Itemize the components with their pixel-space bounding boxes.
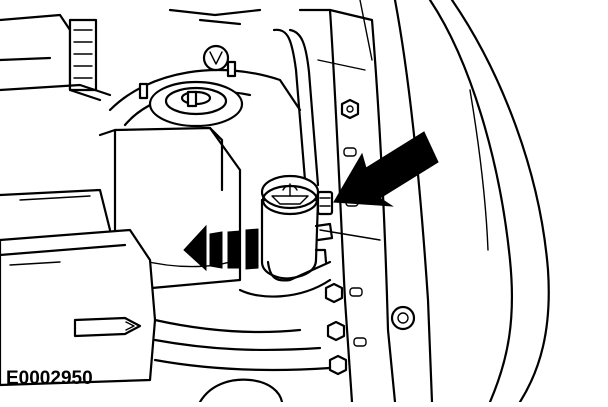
figure-reference-code: E0002950: [6, 368, 93, 389]
bolt: [340, 98, 360, 120]
reservoir-fastener: [316, 190, 334, 216]
direction-arrow-dashed: [183, 224, 259, 272]
grommet: [390, 305, 416, 331]
engine-bay-top-left: [0, 8, 262, 102]
pointer-arrow: [333, 131, 439, 207]
bolt: [324, 282, 344, 304]
lower-pipes: [153, 278, 332, 404]
mount-stud: [138, 82, 149, 100]
rail-hole: [353, 337, 367, 347]
bolt: [328, 354, 348, 376]
arrow-label-plate: [73, 316, 142, 338]
mount-stud: [186, 90, 198, 108]
mount-stud: [226, 60, 237, 78]
washer-reservoir: [260, 174, 334, 282]
strut-tower: [108, 44, 302, 128]
bolt: [326, 320, 346, 342]
washer-fluid-icon: [271, 183, 309, 205]
hose: [272, 28, 320, 187]
rail-hole: [349, 287, 363, 297]
air-filter-housing: [0, 188, 157, 387]
mount-nut: [202, 44, 230, 72]
rail-hole: [343, 147, 357, 157]
battery-box: [98, 126, 242, 292]
